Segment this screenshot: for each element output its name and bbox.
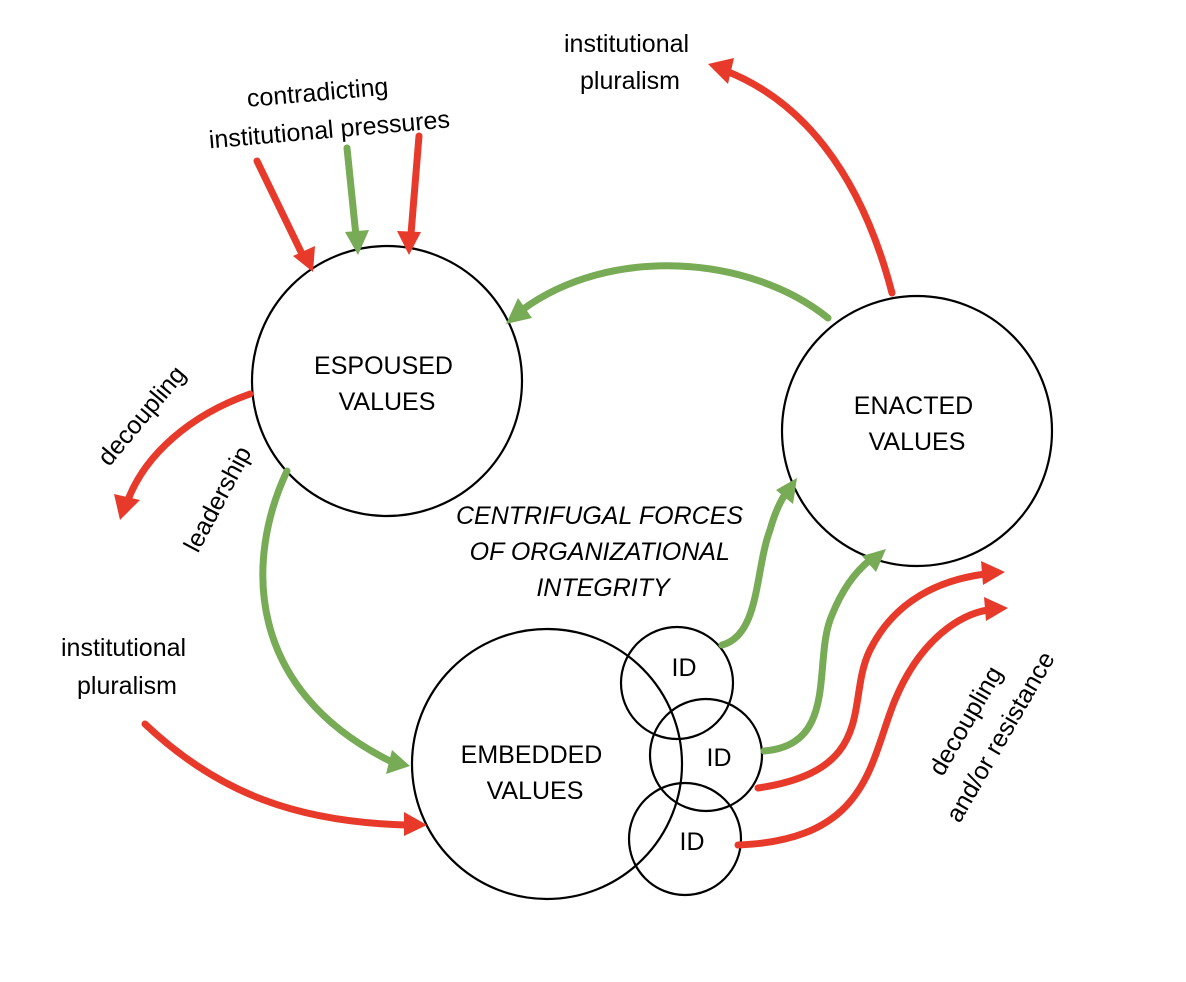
decoupling-left-label: decoupling [92, 361, 191, 472]
id-circle-2 [648, 697, 764, 813]
enacted-values-label: ENACTED VALUES [854, 392, 980, 456]
pressure-green-arrowhead [345, 230, 369, 255]
pluralism-left-label: institutional pluralism [61, 634, 193, 700]
pressure-red-right-arrowhead [397, 231, 421, 255]
id-label-1: ID [672, 654, 697, 682]
decoupling-left-arrow [124, 390, 254, 504]
decoupling-left-arrowhead [114, 494, 140, 520]
embedded-values-label: EMBEDDED VALUES [461, 741, 610, 805]
id3-resistance-arrowhead [984, 597, 1008, 621]
pressure-red-left-arrow [253, 157, 307, 260]
pluralism-top-label: institutional pluralism [564, 30, 696, 95]
leadership-arrowhead [386, 750, 410, 774]
id1-to-enacted-arrow [718, 486, 792, 649]
pressure-green-arrow [343, 144, 360, 240]
id-circle-1 [619, 625, 735, 741]
pluralism-left-arrow [141, 720, 410, 829]
pressure-red-left-arrowhead [293, 246, 315, 272]
pressure-red-right-arrow [407, 132, 423, 238]
id2-resistance-arrow [754, 570, 989, 792]
pluralism-top-arrow [722, 67, 896, 297]
espoused-values-label: ESPOUSED VALUES [314, 352, 460, 416]
pluralism-top-arrowhead [708, 58, 734, 84]
pluralism-left-arrowhead [404, 812, 427, 836]
id3-resistance-arrow [734, 606, 992, 849]
id2-resistance-arrowhead [981, 561, 1005, 585]
espoused-values-circle [250, 244, 524, 518]
enacted-to-espoused-arrow [518, 262, 832, 322]
id-circle-3 [627, 781, 743, 897]
id-label-3: ID [680, 828, 705, 856]
enacted-to-espoused-arrowhead [506, 298, 532, 324]
enacted-values-circle [780, 294, 1054, 568]
leadership-arrow [259, 467, 396, 766]
id2-to-enacted-arrow [760, 556, 874, 755]
id1-to-enacted-arrowhead [776, 478, 797, 504]
id2-to-enacted-arrowhead [862, 549, 886, 572]
contradicting-pressures-label: contradicting institutional pressures [204, 68, 451, 155]
decoupling-resistance-label: decoupling and/or resistance [908, 628, 1061, 827]
embedded-values-circle [410, 627, 684, 901]
id-label-2: ID [707, 744, 732, 772]
leadership-label: leadership [178, 442, 257, 557]
centrifugal-forces-label: CENTRIFUGAL FORCES OF ORGANIZATIONAL INT… [456, 502, 750, 602]
